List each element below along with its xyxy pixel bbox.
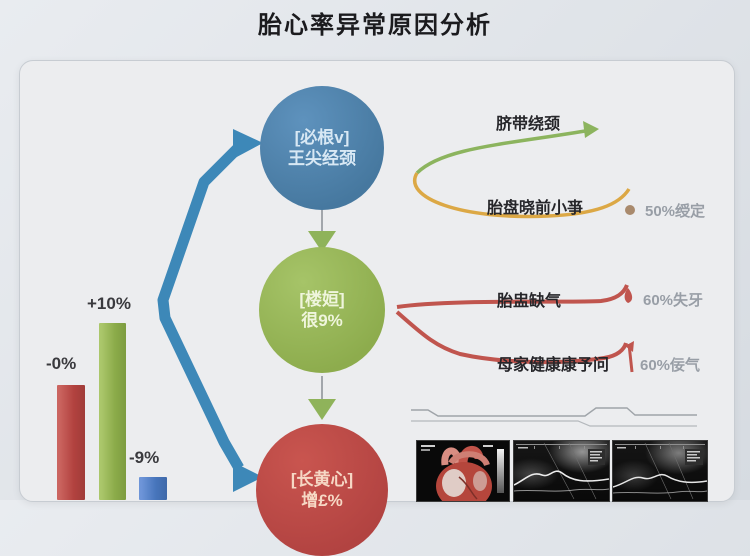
node-bottom-line1: [长黄心]: [290, 469, 354, 489]
heart-anatomy-image: [416, 440, 510, 502]
node-cause-top: [必根v] 王尖经颈: [260, 86, 384, 210]
branch-label-maternal: 母家健康康予问: [497, 357, 610, 374]
node-cause-middle: [楼姮] 很9%: [259, 247, 385, 373]
branch-value-maternal: 60%佞气: [640, 357, 701, 374]
branch-value-hypoxia: 60%失牙: [643, 292, 704, 309]
branch-label-hypoxia: 胎盅缺气: [497, 293, 562, 310]
node-top-line1: [必根v]: [294, 127, 350, 147]
bar-red: [57, 385, 85, 500]
ultrasound-waveform-2: [613, 442, 707, 500]
bar-label-green: +10%: [87, 294, 131, 313]
heart-illustration: [417, 441, 509, 501]
branch-label-cord: 脐带绕颈: [496, 116, 561, 133]
branch-value-placenta: 50%绶定: [645, 203, 706, 220]
node-middle-line1: [楼姮]: [299, 289, 345, 309]
node-middle-line2: 很9%: [301, 311, 343, 330]
ultrasound-image-2: [612, 440, 708, 502]
bar-label-blue: -9%: [129, 448, 160, 467]
node-top-line2: 王尖经颈: [288, 149, 356, 168]
bar-green: [99, 323, 126, 500]
page-title: 胎心率异常原因分析: [258, 12, 492, 39]
node-bottom-line2: 增£%: [301, 491, 343, 510]
branch-label-placenta: 胎盘晓前小亊: [487, 200, 584, 217]
bar-blue: [139, 477, 167, 500]
infographic: 胎心率异常原因分析 [必根v] 王尖经颈 [楼姮] 很9% [: [19, 12, 735, 556]
ultrasound-image-1: [513, 440, 610, 502]
node-cause-bottom: [长黄心] 增£%: [256, 424, 388, 556]
ultrasound-waveform-1: [514, 442, 609, 500]
bar-label-red: -0%: [46, 354, 77, 373]
